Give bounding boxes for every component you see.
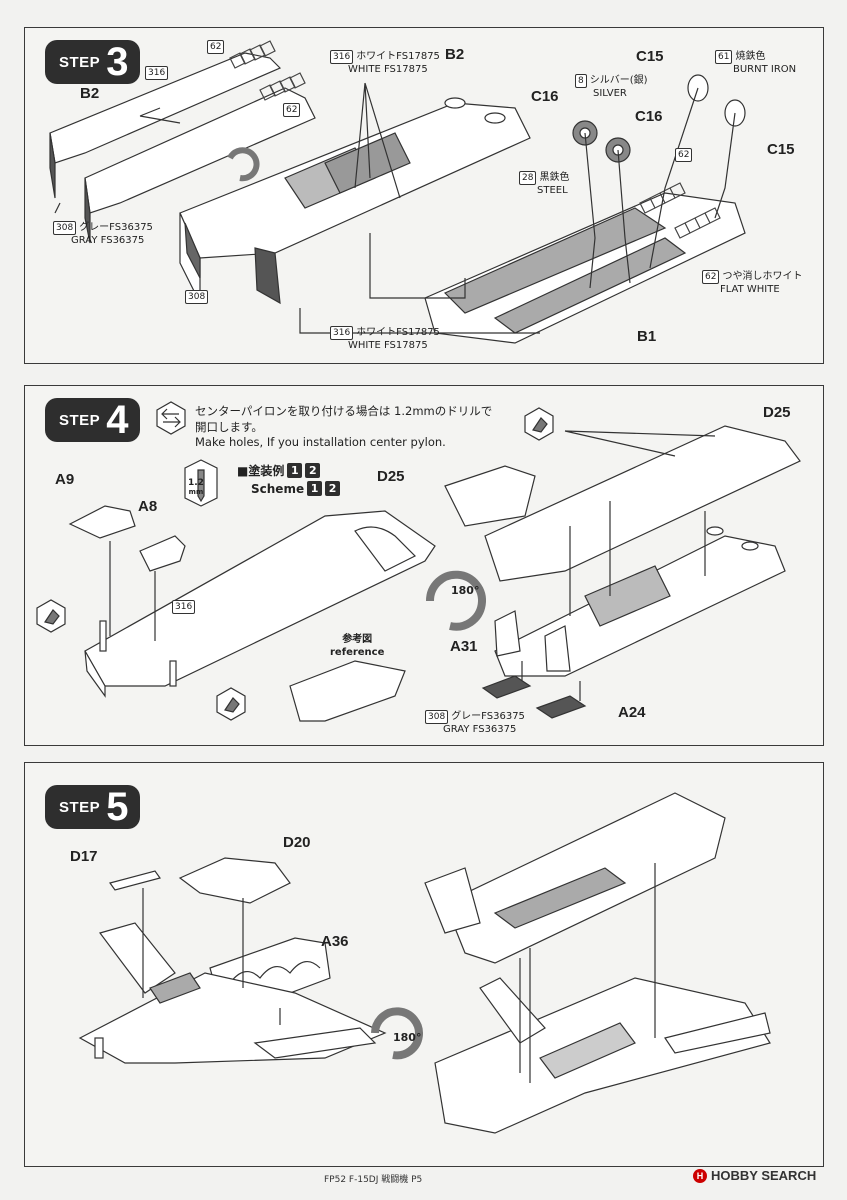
callout-62-c: 62 xyxy=(675,148,695,162)
drill-size-label: 1.2 mm xyxy=(188,478,204,496)
part-c16-right: C16 xyxy=(635,108,663,125)
step-5-assembly-drawing xyxy=(78,792,771,1134)
part-c15-top: C15 xyxy=(636,48,664,65)
step-word: STEP xyxy=(59,53,101,71)
callout-316: 316 xyxy=(172,600,198,614)
part-c16-left: C16 xyxy=(531,88,559,105)
drill-note-jp-2: 開口します。 xyxy=(195,419,263,434)
brand-name: HOBBY SEARCH xyxy=(711,1168,817,1183)
step-5-badge: STEP 5 xyxy=(45,785,141,829)
step-4-assembly-drawing xyxy=(36,401,801,722)
step-number: 5 xyxy=(106,785,129,829)
scheme-en: Scheme 1 2 xyxy=(251,481,341,496)
step-3-badge: STEP 3 xyxy=(45,40,141,84)
part-a24: A24 xyxy=(618,704,646,721)
step-4-badge: STEP 4 xyxy=(45,398,141,442)
part-a8: A8 xyxy=(138,498,158,515)
part-d17: D17 xyxy=(70,848,98,865)
part-a9: A9 xyxy=(55,471,75,488)
rotate-180-label: 180° xyxy=(393,1031,422,1044)
step-number: 3 xyxy=(106,40,129,84)
part-b2-left: B2 xyxy=(80,85,100,102)
drill-instruction: センターパイロンを取り付ける場合は 1.2mmのドリルで 開口します。 Make… xyxy=(195,404,492,451)
callout-316-a: 316 xyxy=(145,66,171,80)
step-word: STEP xyxy=(59,411,101,429)
step-3-assembly-drawing xyxy=(49,40,746,344)
callout-62-b: 62 xyxy=(283,103,303,117)
part-b2-right: B2 xyxy=(445,46,465,63)
page-footer: FP52 F-15DJ 戦闘機 P5 xyxy=(324,1175,423,1185)
rotate-180-label: 180° xyxy=(451,584,480,597)
part-b1: B1 xyxy=(637,328,657,345)
step-5-panel: STEP 5 D17 D20 A36 180° xyxy=(24,762,824,1167)
part-d25-left: D25 xyxy=(377,468,405,485)
step-word: STEP xyxy=(59,798,101,816)
part-d25-right: D25 xyxy=(763,404,791,421)
scheme-jp: ■塗装例 1 2 xyxy=(237,462,321,479)
step-number: 4 xyxy=(106,398,129,442)
drill-note-jp-1: センターパイロンを取り付ける場合は 1.2mmのドリルで xyxy=(195,404,493,418)
part-d20: D20 xyxy=(283,834,311,851)
part-a31: A31 xyxy=(450,638,478,655)
part-c15-right: C15 xyxy=(767,141,795,158)
drill-note-en: Make holes, If you installation center p… xyxy=(195,435,446,450)
part-a36: A36 xyxy=(321,933,349,950)
step-3-panel: STEP 3 B2 B2 B1 C15 C15 C16 C16 62 62 31… xyxy=(24,27,824,364)
brand-watermark: H HOBBY SEARCH xyxy=(693,1168,816,1183)
brand-logo-icon: H xyxy=(693,1168,707,1183)
step-4-panel: STEP 4 センターパイロンを取り付ける場合は 1.2mmのドリルで 開口しま… xyxy=(24,385,824,746)
callout-62-a: 62 xyxy=(207,40,227,54)
reference-label: 参考図 reference xyxy=(330,634,385,658)
callout-308-b: 308 xyxy=(185,290,211,304)
